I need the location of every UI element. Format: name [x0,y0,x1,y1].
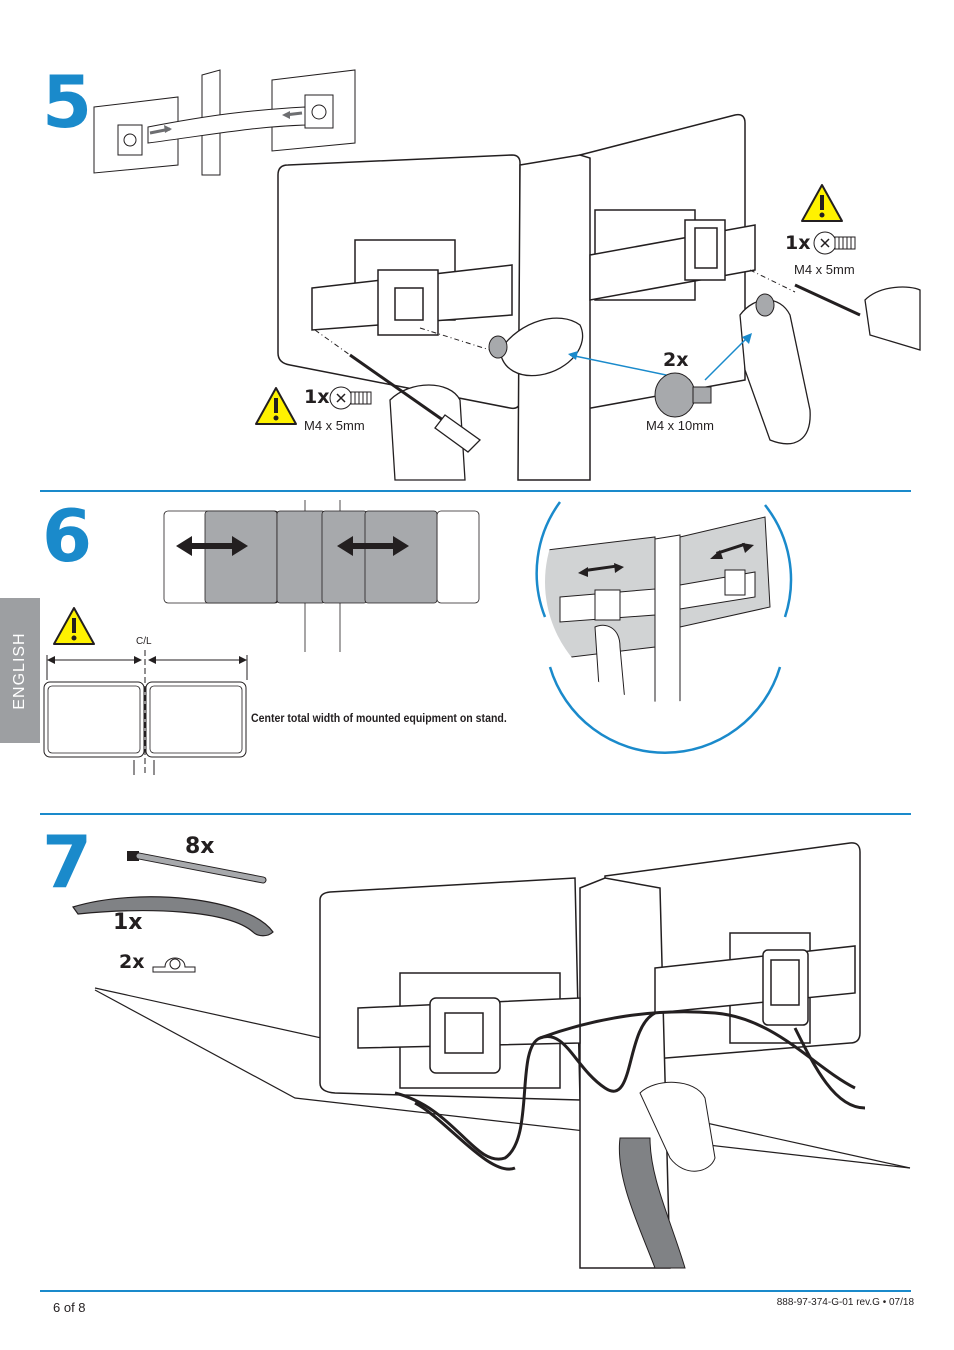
screw-icon [329,386,372,410]
section-divider [40,490,911,492]
step-6-detail-illustration [535,501,793,754]
cable-tie-icon [127,851,267,884]
right-screw-spec: M4 x 5mm [794,262,855,277]
step-6-number: 6 [42,494,93,578]
cable-sleeve-icon [72,896,274,937]
left-screw-spec: M4 x 5mm [304,418,365,433]
warning-icon [255,387,297,425]
document-code: 888-97-374-G-01 rev.G • 07/18 [776,1297,914,1308]
thumbscrew-icon [654,372,712,418]
centerline-label: C/L [136,636,152,647]
step-6-slide-diagram [163,500,480,652]
cable-clip-icon [152,957,196,973]
language-tab-label: ENGLISH [11,631,28,710]
step-7-main-illustration [94,842,911,1269]
screw-icon [813,231,856,255]
cable-sleeve-qty: 1x [113,910,143,935]
footer-divider [40,1290,911,1292]
page-number: 6 of 8 [53,1300,86,1315]
step-5-main-illustration [277,113,921,481]
thumbscrew-spec: M4 x 10mm [646,418,714,433]
thumbscrew-qty: 2x [663,349,689,371]
warning-icon [801,184,843,222]
warning-icon [53,607,95,645]
cable-tie-qty: 8x [185,834,215,859]
language-tab: ENGLISH [0,598,40,743]
step-5-number: 5 [42,60,93,144]
section-divider [40,813,911,815]
centering-note: Center total width of mounted equipment … [251,711,507,725]
cable-clip-qty: 2x [119,951,145,973]
step-7-number: 7 [42,820,93,904]
right-screw-qty: 1x [785,232,811,254]
left-screw-qty: 1x [304,386,330,408]
step-5-inset-illustration [93,69,356,176]
centering-diagram [43,650,248,775]
